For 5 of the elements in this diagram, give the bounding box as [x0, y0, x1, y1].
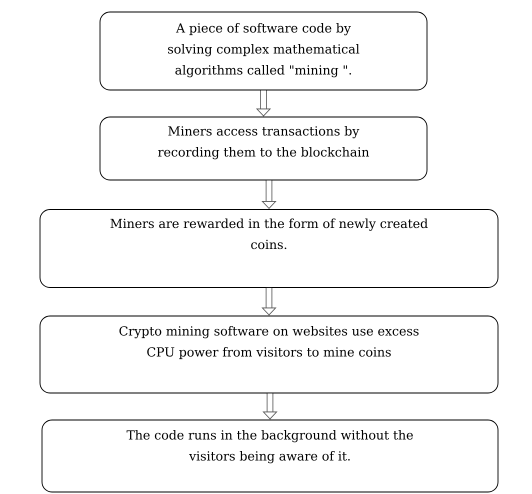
process-box: Crypto mining software on websites use excess CPU power from visitors to mine coins — [40, 316, 498, 394]
process-box: Miners are rewarded in the form of newly created coins. — [40, 209, 498, 288]
process-box: The code runs in the background without the visitors being aware of it. — [42, 420, 498, 492]
process-box: A piece of software code by solving complex mathematical algorithms called "mining ". — [100, 12, 428, 90]
process-box: Miners access transactions by recording them to the blockchain — [100, 116, 428, 180]
